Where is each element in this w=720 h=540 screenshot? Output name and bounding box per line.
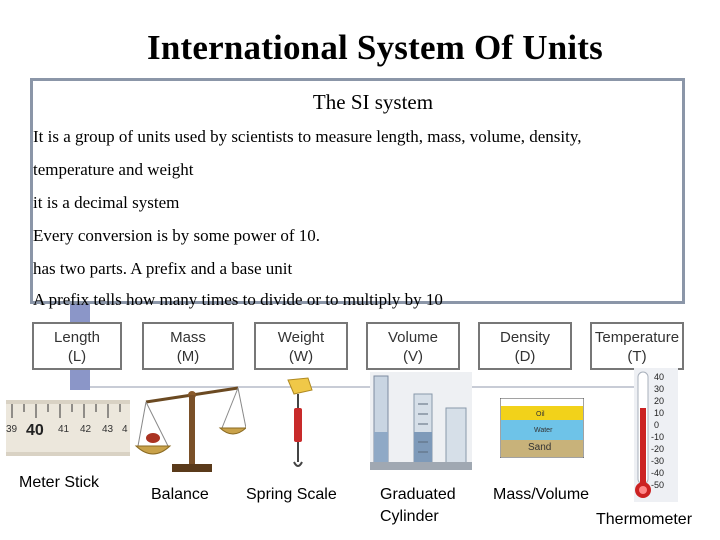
thermo-tick: -40 [651,468,664,478]
density-layers-image: Oil Water Sand [500,398,584,458]
category-name: Volume [387,329,439,346]
water-label: Water [534,427,553,434]
spring-scale-label: Spring Scale [246,486,337,503]
thermo-tick: -50 [651,480,664,490]
category-symbol: (D) [514,348,536,365]
si-line-6: A prefix tells how many times to divide … [33,290,443,309]
meter-stick-image: 39 40 41 42 43 4 [6,400,130,456]
si-system-box: The SI system It is a group of units use… [30,78,685,309]
graduated-cylinder-label-1: Graduated [380,486,456,503]
si-line-5: has two parts. A prefix and a base unit [33,259,293,278]
category-mass: Mass (M) [142,322,234,370]
si-line-2: temperature and weight [33,160,194,179]
thermo-tick: 40 [654,372,664,382]
ruler-number: 42 [80,424,92,435]
category-name: Density [499,329,551,346]
category-volume: Volume (V) [366,322,460,370]
thermo-tick: -20 [651,444,664,454]
graduated-cylinder-label-2: Cylinder [380,508,439,525]
thermo-tick: -10 [651,432,664,442]
category-name: Weight [277,329,325,346]
category-length: Length (L) [32,322,122,370]
thermo-tick: 20 [654,396,664,406]
ruler-number: 41 [58,424,70,435]
balance-image [134,386,246,472]
spring-scale-image [287,377,313,467]
ruler-number: 43 [102,424,114,435]
meter-stick-label: Meter Stick [19,474,100,491]
ruler-number: 40 [26,422,44,439]
sand-label: Sand [528,442,551,453]
thermo-tick: 10 [654,408,664,418]
si-heading: The SI system [312,90,434,114]
ruler-number: 39 [6,424,18,435]
si-line-4: Every conversion is by some power of 10. [33,226,321,245]
category-name: Temperature [594,329,680,346]
category-density: Density (D) [478,322,572,370]
page-title: International System Of Units [147,28,603,67]
graduated-cylinder-image [370,372,472,470]
thermo-tick: 0 [654,420,659,430]
mass-volume-label: Mass/Volume [493,486,590,503]
category-symbol: (V) [403,348,423,365]
category-symbol: (M) [176,348,200,365]
category-symbol: (T) [627,348,647,365]
category-symbol: (L) [67,348,87,365]
thermo-tick: -30 [651,456,664,466]
si-line-3: it is a decimal system [33,193,180,212]
thermometer-image: 40 30 20 10 0 -10 -20 -30 -40 -50 [634,368,678,502]
thermometer-label: Thermometer [596,511,693,528]
category-temperature: Temperature (T) [590,322,684,370]
category-name: Length [54,329,100,346]
balance-label: Balance [151,486,209,503]
si-line-1: It is a group of units used by scientist… [33,127,582,146]
category-symbol: (W) [288,348,314,365]
category-weight: Weight (W) [254,322,348,370]
ruler-number: 4 [122,424,128,435]
oil-label: Oil [536,411,545,418]
category-name: Mass [170,329,206,346]
thermo-tick: 30 [654,384,664,394]
